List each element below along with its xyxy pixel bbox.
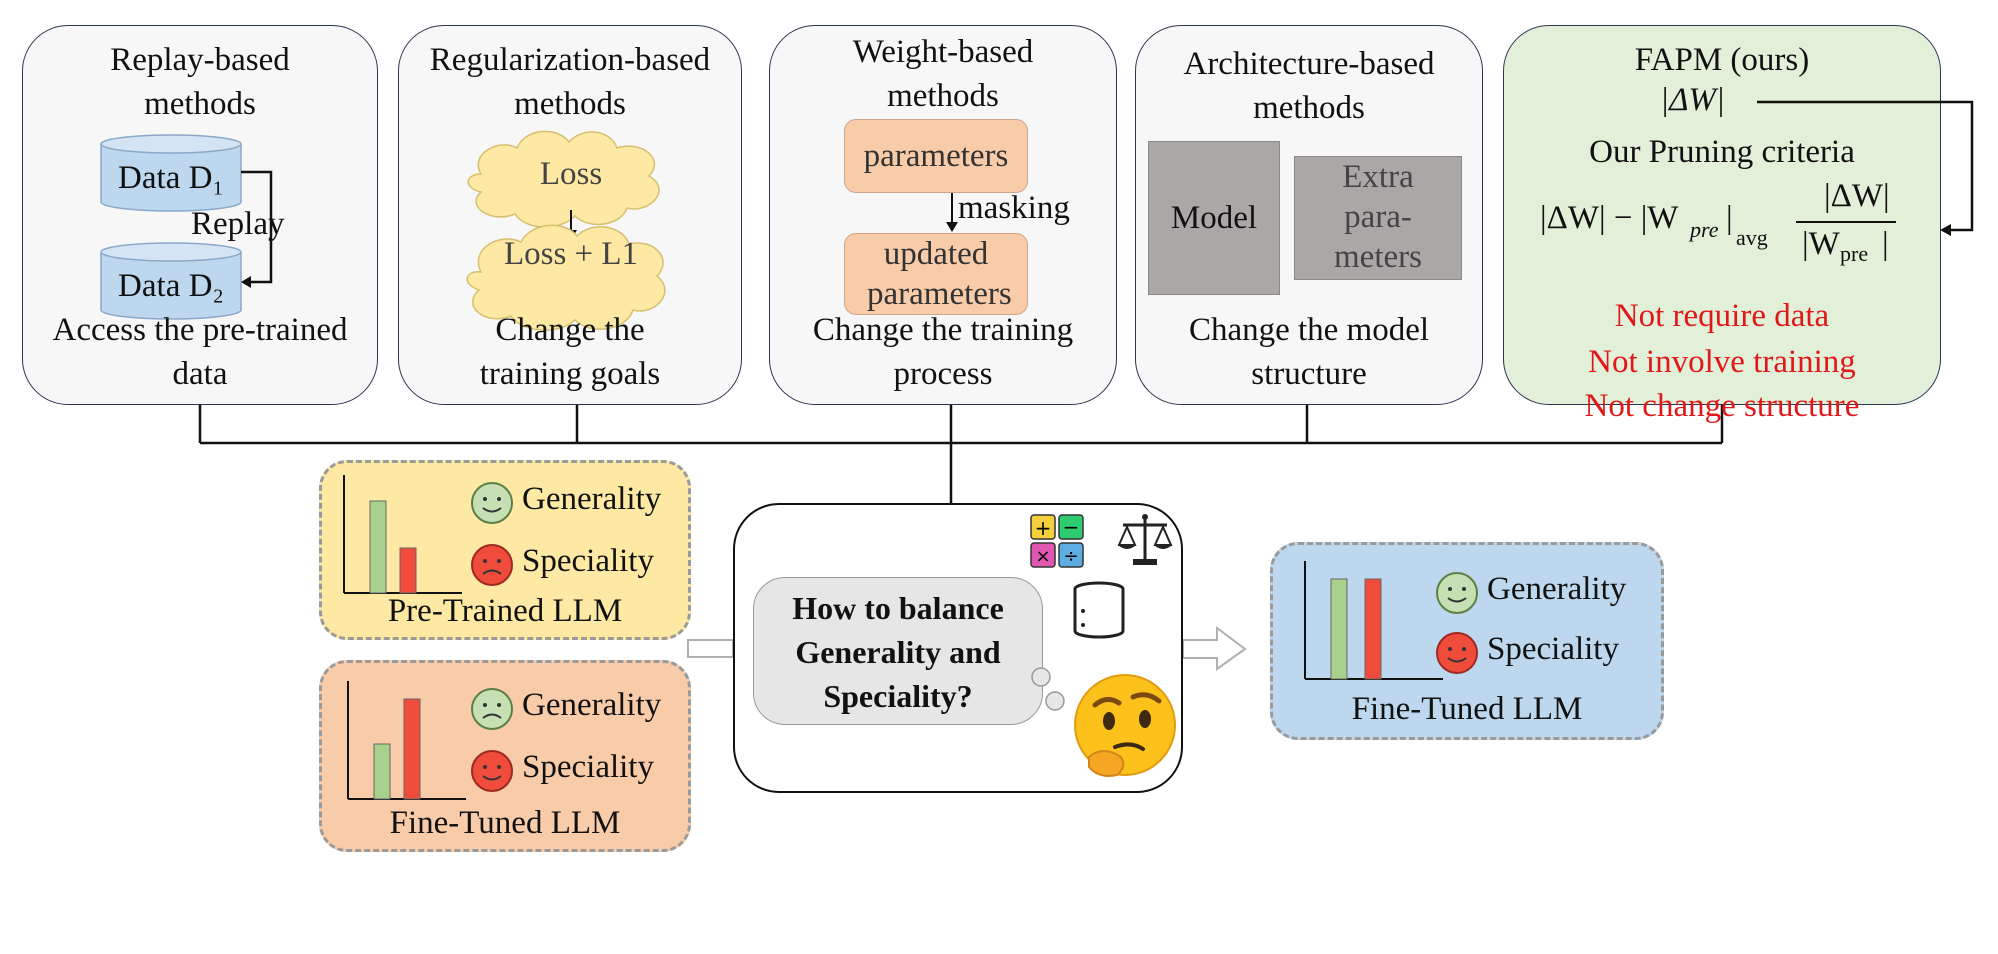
formula-left: |ΔW| − |W xyxy=(1540,200,1679,236)
weight-panel: Weight-based methods parameters masking … xyxy=(769,25,1117,405)
svg-text:+: + xyxy=(1035,516,1052,540)
replay-footer: Access the pre-trained data xyxy=(52,312,348,392)
thought-bubble-dots xyxy=(1031,667,1065,711)
claim-no-training: Not involve training xyxy=(1588,344,1856,380)
pruning-criteria-label: Our Pruning criteria xyxy=(1589,134,1855,170)
pretrained-title: Pre-Trained LLM xyxy=(387,593,623,629)
formula-numerator: |ΔW| xyxy=(1824,178,1890,214)
pretrained-speciality-label: Speciality xyxy=(522,543,654,579)
finetuned-left-generality-label: Generality xyxy=(522,687,662,723)
thinking-face-icon xyxy=(1074,674,1176,777)
extra-parameters-box: Extra para-meters xyxy=(1294,156,1462,280)
masking-label: masking xyxy=(958,190,1070,226)
pretrained-llm-card: Generality Speciality Pre-Trained LLM xyxy=(319,460,691,640)
formula-avg-subscript: avg xyxy=(1736,225,1768,250)
architecture-title: Architecture-based methods xyxy=(1183,46,1435,126)
pretrained-generality-bar xyxy=(369,500,387,594)
loss-cloud-icon xyxy=(467,130,660,228)
replay-title: Replay-based methods xyxy=(110,42,290,122)
smile-face-icon xyxy=(471,750,513,792)
frown-face-icon xyxy=(471,544,513,586)
parameters-box: parameters xyxy=(844,119,1028,193)
masking-arrow xyxy=(946,193,958,232)
regularization-footer: Change the training goals xyxy=(479,312,661,392)
center-question-panel: + − × ÷ How to balance Generality and Sp… xyxy=(733,503,1183,793)
loss-l1-cloud-icon xyxy=(466,224,666,331)
regularization-panel: Regularization-based methods Loss Loss +… xyxy=(398,25,742,405)
loss-l1-label: Loss + L1 xyxy=(503,236,639,272)
replay-panel: Replay-based methods Data D₁ Replay Data… xyxy=(22,25,378,405)
pretrained-speciality-bar xyxy=(399,547,417,594)
data-d2-label: Data D₂ xyxy=(118,268,224,304)
delta-w-term: |ΔW| xyxy=(1660,82,1726,118)
formula-denominator-close: | xyxy=(1882,226,1889,262)
extra-parameters-label: Extra para-meters xyxy=(1334,159,1422,275)
replay-diagram xyxy=(100,134,273,320)
formula-close-bar: | xyxy=(1726,200,1733,236)
weight-footer: Change the training process xyxy=(812,312,1074,392)
formula-fraction-bar xyxy=(1796,221,1896,223)
pretrained-bar-chart xyxy=(343,475,462,594)
finetuned-left-generality-bar xyxy=(373,743,391,800)
smile-face-icon xyxy=(471,482,513,524)
finetuned-llm-card-left: Generality Speciality Fine-Tuned LLM xyxy=(319,660,691,852)
fapm-title: FAPM (ours) xyxy=(1634,42,1810,78)
finetuned-left-speciality-bar xyxy=(403,698,421,800)
finetuned-right-speciality-label: Speciality xyxy=(1487,631,1619,667)
pretrained-generality-label: Generality xyxy=(522,481,662,517)
finetuned-llm-card-right: Generality Speciality Fine-Tuned LLM xyxy=(1270,542,1664,740)
finetuned-right-generality-bar xyxy=(1330,578,1348,680)
finetuned-right-title: Fine-Tuned LLM xyxy=(1351,691,1583,727)
regularization-title: Regularization-based methods xyxy=(429,42,711,122)
formula-denominator: |W xyxy=(1802,226,1840,262)
finetuned-left-title: Fine-Tuned LLM xyxy=(389,805,621,841)
database-1-icon xyxy=(100,134,242,212)
updated-parameters-box: updated parameters xyxy=(844,233,1028,315)
regularization-diagram xyxy=(466,130,666,331)
smile-face-icon xyxy=(1436,632,1478,674)
claim-no-structure-change: Not change structure xyxy=(1584,388,1860,424)
architecture-panel: Architecture-based methods Model Extra p… xyxy=(1135,25,1483,405)
finetuned-left-speciality-label: Speciality xyxy=(522,749,654,785)
model-box: Model xyxy=(1148,141,1280,295)
svg-text:÷: ÷ xyxy=(1063,546,1078,567)
architecture-footer: Change the model structure xyxy=(1188,312,1430,392)
svg-text:−: − xyxy=(1063,515,1080,539)
frown-face-icon xyxy=(471,688,513,730)
pruning-formula: |ΔW| − |W pre | avg |ΔW| |W pre | xyxy=(1540,176,1940,266)
replay-arrow-label: Replay xyxy=(191,206,285,242)
finetuned-right-bar-chart xyxy=(1304,561,1443,680)
database-2-icon xyxy=(100,242,242,320)
question-bubble: How to balance Generality and Speciality… xyxy=(753,577,1043,725)
finetuned-right-generality-label: Generality xyxy=(1487,571,1627,607)
finetuned-right-speciality-bar xyxy=(1364,578,1382,680)
database-stack-icon xyxy=(1073,581,1125,639)
fapm-panel: FAPM (ours) |ΔW| Our Pruning criteria |Δ… xyxy=(1503,25,1941,424)
data-d1-label: Data D₁ xyxy=(118,160,224,196)
question-text: How to balance Generality and Speciality… xyxy=(792,590,1004,714)
model-label: Model xyxy=(1170,200,1258,236)
claim-no-data: Not require data xyxy=(1614,298,1830,334)
formula-denominator-subscript: pre xyxy=(1840,241,1869,266)
balance-scale-icon xyxy=(1117,514,1173,565)
loss-label: Loss xyxy=(539,156,603,192)
finetuned-left-bar-chart xyxy=(347,681,466,800)
calculator-icon: + − × ÷ xyxy=(1030,514,1084,568)
smile-face-icon xyxy=(1436,572,1478,614)
svg-text:×: × xyxy=(1035,546,1050,567)
formula-pre-subscript: pre xyxy=(1690,217,1719,242)
weight-title: Weight-based methods xyxy=(852,34,1034,114)
